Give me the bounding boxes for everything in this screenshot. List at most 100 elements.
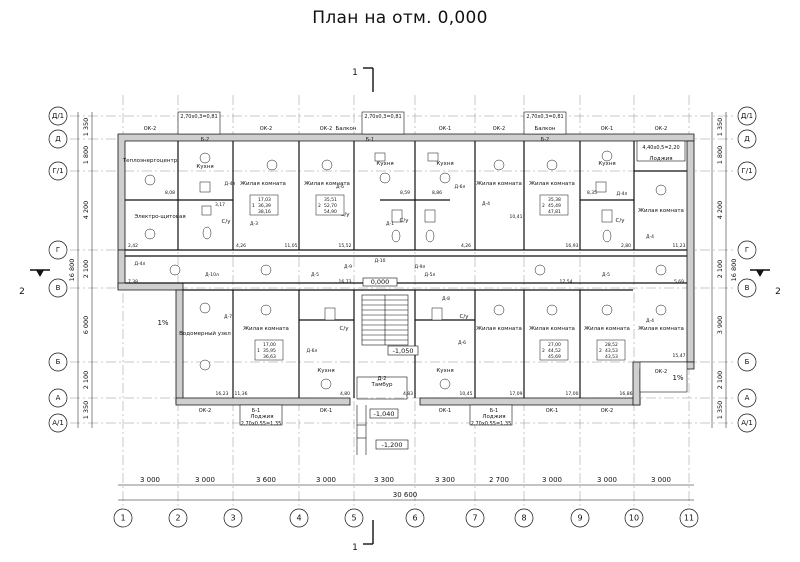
room-kitchen-3: Кухня [436,161,453,167]
axis-label-6: 6 [412,514,417,523]
flat-2-living: 35,51 [324,197,337,203]
room-loggia-2: Лоджия [482,414,505,420]
flat-5-gross: 45,69 [548,354,561,360]
drawing-title: План на отм. 0,000 [312,8,488,28]
mark-ok2-8: ОК-2 [655,369,667,375]
axis-label-right-g: Г [745,246,749,254]
axis-label-10: 10 [629,514,639,523]
area-26: 16,86 [620,391,633,397]
flat-6-living: 28,52 [605,342,618,348]
mark-b2-top: Б-2 [541,137,549,143]
dim-bottom-7: 2 700 [489,476,509,484]
room-living-9: Жилая комната [584,326,630,332]
area-21: 4,80 [340,391,350,397]
dim-left-4: 2 100 [82,260,90,279]
area-15: 7,38 [128,279,138,285]
axis-label-right-g1: Г/1 [741,167,752,175]
mark-ok1-4: ОК-1 [439,408,451,414]
exterior-walls [117,133,695,406]
area-10: 16,93 [566,243,579,249]
room-heat-unit: Теплоэнергоцентр [122,158,178,164]
axis-label-right-v: В [745,284,750,292]
section-lines [30,67,770,545]
mark-b1-bottom-2: Б-1 [490,408,498,414]
door-mark-19: Д-7 [224,314,232,320]
dim-right-3: 4 200 [716,201,724,220]
axis-label-right-a: А [745,394,750,402]
axis-label-left-a: А [56,394,61,402]
door-mark-1: Д-4л [225,181,236,187]
dim-left-6: 2 100 [82,371,90,390]
axis-label-11: 11 [684,514,694,523]
flat-3-living: 35,38 [548,197,561,203]
mark-balcony-size-3: 2,70х0,3=0,81 [526,114,563,120]
dim-right-5: 3 900 [716,316,724,335]
room-living-8: Жилая комната [529,326,575,332]
door-mark-9: Д-5 [311,272,319,278]
door-mark-18: Д-4 [646,318,654,324]
section-label-bottom: 1 [352,543,358,553]
room-living-2: Жилая комната [304,181,350,187]
area-13: 11,23 [673,243,686,249]
room-living-7: Жилая комната [476,326,522,332]
dim-right-4: 2 100 [716,260,724,279]
mark-slope-2: 1% [672,374,683,382]
area-17: 17,54 [560,279,573,285]
door-mark-5: Д-4 [482,201,490,207]
axis-label-3: 3 [230,514,235,523]
flat-1-total: 36,39 [258,203,271,209]
room-kitchen-2: Кухня [376,161,393,167]
area-11: 8,35 [587,190,597,196]
room-balcony-2: Балкон [336,126,357,132]
room-living-10: Жилая комната [638,326,684,332]
dim-bottom-2: 3 000 [195,476,215,484]
door-mark-10: Д-10 [375,258,386,264]
area-20: 11,36 [235,391,248,397]
mark-ok2-7: ОК-2 [601,408,613,414]
area-12: 2,80 [621,243,631,249]
axis-label-left-b: Б [56,358,61,366]
area-27: 15,47 [673,353,686,359]
axis-label-left-a1: А/1 [52,419,64,427]
dim-left-7: 1 350 [82,401,90,420]
dim-right-6: 2 100 [716,371,724,390]
flat-5-living: 27,00 [548,342,561,348]
stair-core [356,277,419,455]
area-8: 4,26 [461,243,471,249]
mark-loggia-size-2: 2,70х0,55=1,35 [471,421,512,427]
elevation-zero: 0,000 [371,278,390,286]
flat-6-gross: 43,53 [605,354,618,360]
elevation-entry: -1,040 [374,410,395,418]
door-mark-6: Д-4л [617,191,628,197]
area-19: 16,23 [216,391,229,397]
axis-label-8: 8 [521,514,526,523]
mark-slope-1: 1% [157,319,168,327]
flat-3-rooms: 2 [542,203,545,209]
door-mark-7: Д-4 [646,234,654,240]
door-mark-14: Д-5 [602,272,610,278]
dim-bottom-1: 3 000 [140,476,160,484]
interior-walls [125,141,687,398]
flat-5-total: 44,52 [548,348,561,354]
flat-4-rooms: 1 [257,348,260,354]
flat-5-rooms: 2 [542,348,545,354]
room-bath-6: С/у [616,218,626,224]
door-mark-20: Д-8 [442,296,450,302]
room-bath-1: С/у [222,219,232,225]
mark-ok1-3: ОК-1 [320,408,332,414]
section-label-right: 2 [775,287,781,297]
room-water-meter: Водомерный узел [179,330,231,337]
area-9: 10,41 [510,214,523,220]
area-24: 17,09 [510,391,523,397]
dim-left-1: 1 350 [82,118,90,137]
door-mark-21: Д-1 [386,221,394,227]
axis-label-left-g1: Г/1 [52,167,63,175]
room-living-1: Жилая комната [240,181,286,187]
area-18: 5,69 [674,279,684,285]
dim-bottom-total: 30 600 [393,491,418,499]
mark-loggia-size-1: 2,70х0,55=1,35 [241,421,282,427]
dim-bottom-6: 3 300 [435,476,455,484]
room-vestibule: Тамбур [370,382,393,388]
flat-area-boxes [249,194,626,361]
